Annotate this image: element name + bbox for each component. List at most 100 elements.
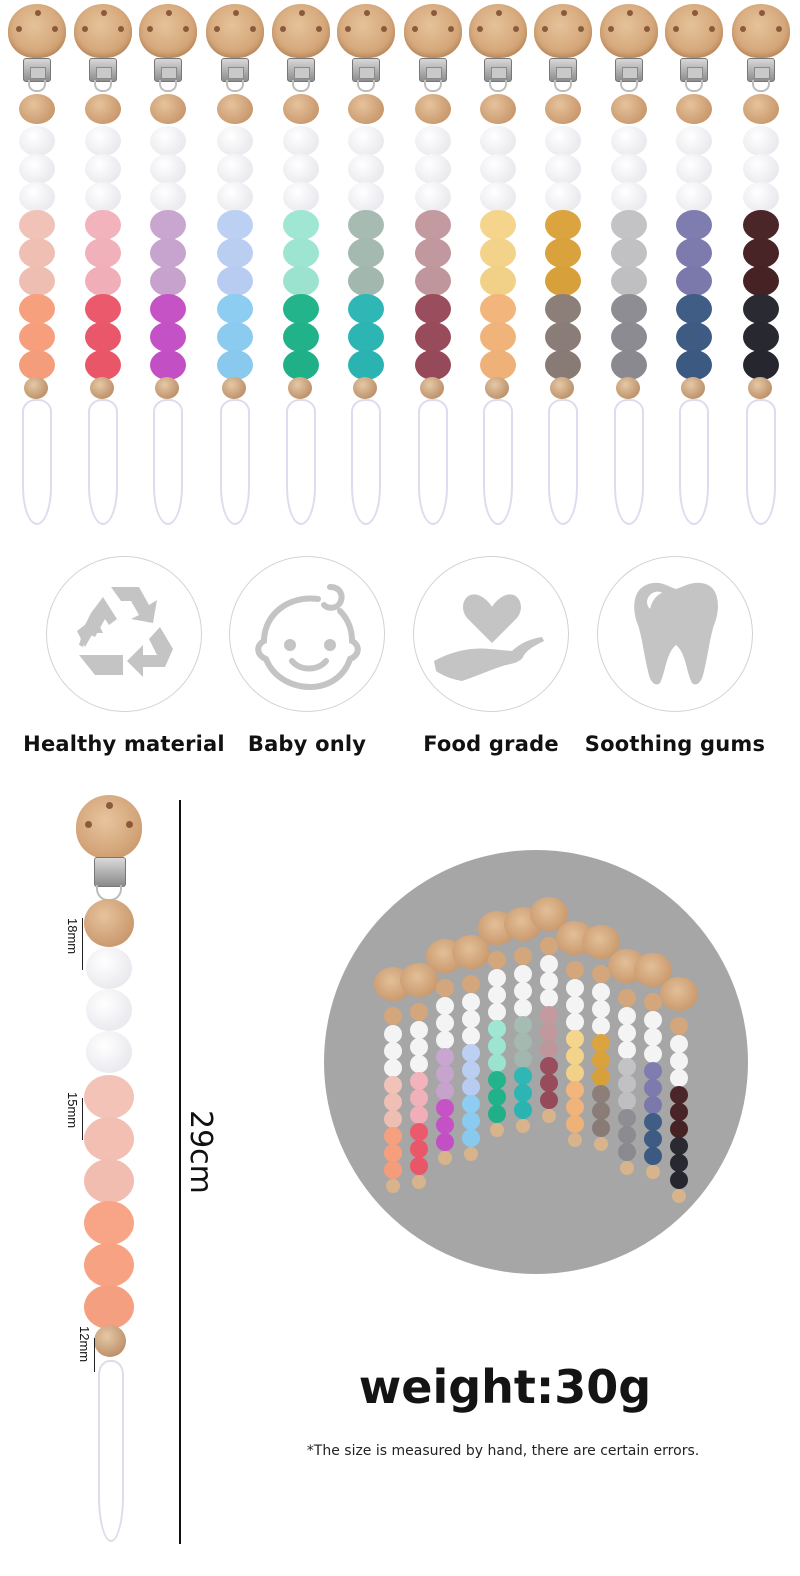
metal-clip: [747, 58, 775, 82]
white-bead: [480, 182, 516, 212]
color-bead: [743, 294, 779, 324]
elastic-loop: [153, 399, 183, 525]
color-bead: [415, 266, 451, 296]
color-bead: [545, 266, 581, 296]
end-bead: [24, 377, 48, 399]
pacifier-clip-mauve: [402, 4, 466, 526]
color-bead: [84, 1285, 134, 1329]
white-bead: [415, 154, 451, 184]
pacifier-clip-black: [730, 4, 794, 526]
end-bead: [288, 377, 312, 399]
color-bead: [150, 266, 186, 296]
white-bead: [480, 154, 516, 184]
color-bead: [85, 238, 121, 268]
feature-baby-only: Baby only: [229, 556, 385, 766]
metal-clip: [549, 58, 577, 82]
white-bead: [19, 182, 55, 212]
feature-healthy-material: Healthy material: [23, 556, 225, 766]
color-bead: [480, 266, 516, 296]
color-bead: [84, 1201, 134, 1245]
feature-circle: [597, 556, 753, 712]
color-bead: [283, 210, 319, 240]
color-bead: [545, 322, 581, 352]
color-bead: [85, 350, 121, 380]
white-bead: [743, 154, 779, 184]
wooden-clip-disc: [404, 4, 462, 58]
metal-clip: [615, 58, 643, 82]
elastic-loop: [286, 399, 316, 525]
color-bead: [743, 350, 779, 380]
weight-label: weight:30g: [358, 1360, 652, 1414]
elastic-loop: [483, 399, 513, 525]
clip-ring: [159, 80, 177, 92]
wooden-clip-disc: [272, 4, 330, 58]
white-bead: [611, 126, 647, 156]
color-bead: [480, 350, 516, 380]
heart-in-hand-icon: [434, 594, 544, 681]
color-bead: [19, 210, 55, 240]
wood-bead: [415, 94, 451, 124]
baby-face-icon: [255, 584, 361, 691]
color-bead: [19, 238, 55, 268]
white-bead: [676, 126, 712, 156]
elastic-loop: [614, 399, 644, 525]
elastic-loop: [22, 399, 52, 525]
clip-ring: [226, 80, 244, 92]
color-bead: [150, 210, 186, 240]
metal-clip: [484, 58, 512, 82]
color-bead: [84, 1075, 134, 1119]
color-bead: [84, 1117, 134, 1161]
color-bead: [415, 294, 451, 324]
end-bead: [616, 377, 640, 399]
color-bead: [676, 322, 712, 352]
color-bead: [743, 238, 779, 268]
color-bead: [19, 294, 55, 324]
wood-bead: [611, 94, 647, 124]
dimension-diagram-clip: [74, 795, 144, 1555]
metal-clip: [94, 857, 126, 887]
color-bead: [611, 210, 647, 240]
white-bead: [150, 126, 186, 156]
white-bead: [545, 126, 581, 156]
metal-clip: [680, 58, 708, 82]
color-bead: [85, 322, 121, 352]
pacifier-clip-peach: [6, 4, 70, 526]
length-indicator-line: [179, 800, 181, 1544]
color-bead: [545, 238, 581, 268]
clip-ring: [752, 80, 770, 92]
color-bead: [217, 322, 253, 352]
clip-ring: [554, 80, 572, 92]
white-bead: [86, 989, 132, 1031]
color-bead: [676, 350, 712, 380]
wood-bead: [19, 94, 55, 124]
metal-clip: [23, 58, 51, 82]
color-bead: [480, 210, 516, 240]
color-bead: [545, 350, 581, 380]
white-bead: [86, 947, 132, 989]
feature-circle: [229, 556, 385, 712]
clip-ring: [292, 80, 310, 92]
wooden-clip-disc: [8, 4, 66, 58]
pacifier-clip-grey: [598, 4, 662, 526]
wood-bead: [217, 94, 253, 124]
wooden-clip-disc: [139, 4, 197, 58]
color-bead: [348, 210, 384, 240]
color-bead: [150, 322, 186, 352]
feature-label: Soothing gums: [584, 732, 766, 756]
metal-clip: [287, 58, 315, 82]
color-bead: [676, 238, 712, 268]
color-bead: [611, 294, 647, 324]
white-bead: [545, 154, 581, 184]
end-bead: [353, 377, 377, 399]
white-bead: [19, 154, 55, 184]
feature-label: Baby only: [247, 732, 367, 756]
white-bead: [348, 126, 384, 156]
pacifier-clip-sage: [335, 4, 399, 526]
color-bead: [348, 266, 384, 296]
end-bead: [748, 377, 772, 399]
color-bead: [217, 350, 253, 380]
color-bead: [217, 238, 253, 268]
pacifier-clip-pink: [72, 4, 136, 526]
label-total-length: 29cm: [183, 1110, 218, 1194]
wooden-clip-disc: [665, 4, 723, 58]
